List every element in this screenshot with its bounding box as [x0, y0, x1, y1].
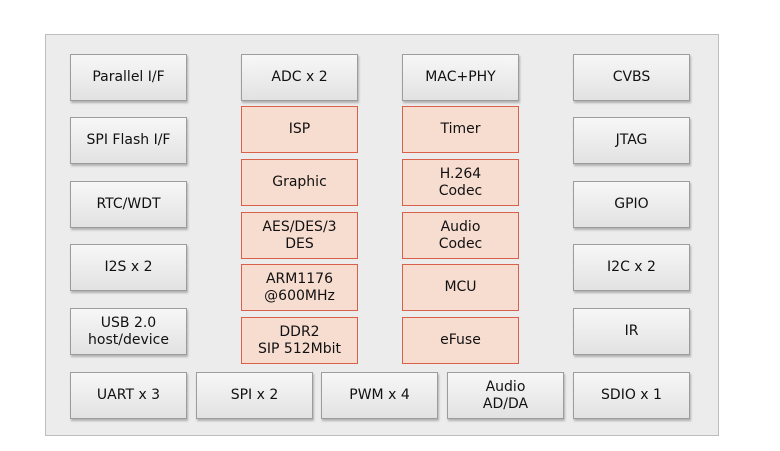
block-spi-flash-if: SPI Flash I/F [70, 117, 187, 164]
core-h264-codec: H.264 Codec [402, 159, 519, 206]
core-arm1176: ARM1176 @600MHz [241, 264, 358, 311]
core-mcu: MCU [402, 264, 519, 311]
block-uart: UART x 3 [70, 372, 187, 419]
core-audio-codec: Audio Codec [402, 212, 519, 259]
core-timer: Timer [402, 106, 519, 153]
block-gpio: GPIO [573, 181, 690, 228]
block-rtc-wdt: RTC/WDT [70, 181, 187, 228]
block-adc: ADC x 2 [241, 54, 358, 101]
core-efuse: eFuse [402, 317, 519, 364]
block-usb: USB 2.0 host/device [70, 308, 187, 355]
block-pwm: PWM x 4 [321, 372, 438, 419]
core-graphic: Graphic [241, 159, 358, 206]
block-sdio: SDIO x 1 [573, 372, 690, 419]
block-ir: IR [573, 308, 690, 355]
block-cvbs: CVBS [573, 54, 690, 101]
block-jtag: JTAG [573, 117, 690, 164]
block-audio-ad-da: Audio AD/DA [447, 372, 564, 419]
block-parallel-if: Parallel I/F [70, 54, 187, 101]
core-ddr2: DDR2 SIP 512Mbit [241, 317, 358, 364]
block-i2s: I2S x 2 [70, 244, 187, 291]
core-isp: ISP [241, 106, 358, 153]
soc-frame [45, 34, 719, 436]
block-mac-phy: MAC+PHY [402, 54, 519, 101]
block-spi: SPI x 2 [196, 372, 313, 419]
core-aes-des: AES/DES/3 DES [241, 212, 358, 259]
block-i2c: I2C x 2 [573, 244, 690, 291]
